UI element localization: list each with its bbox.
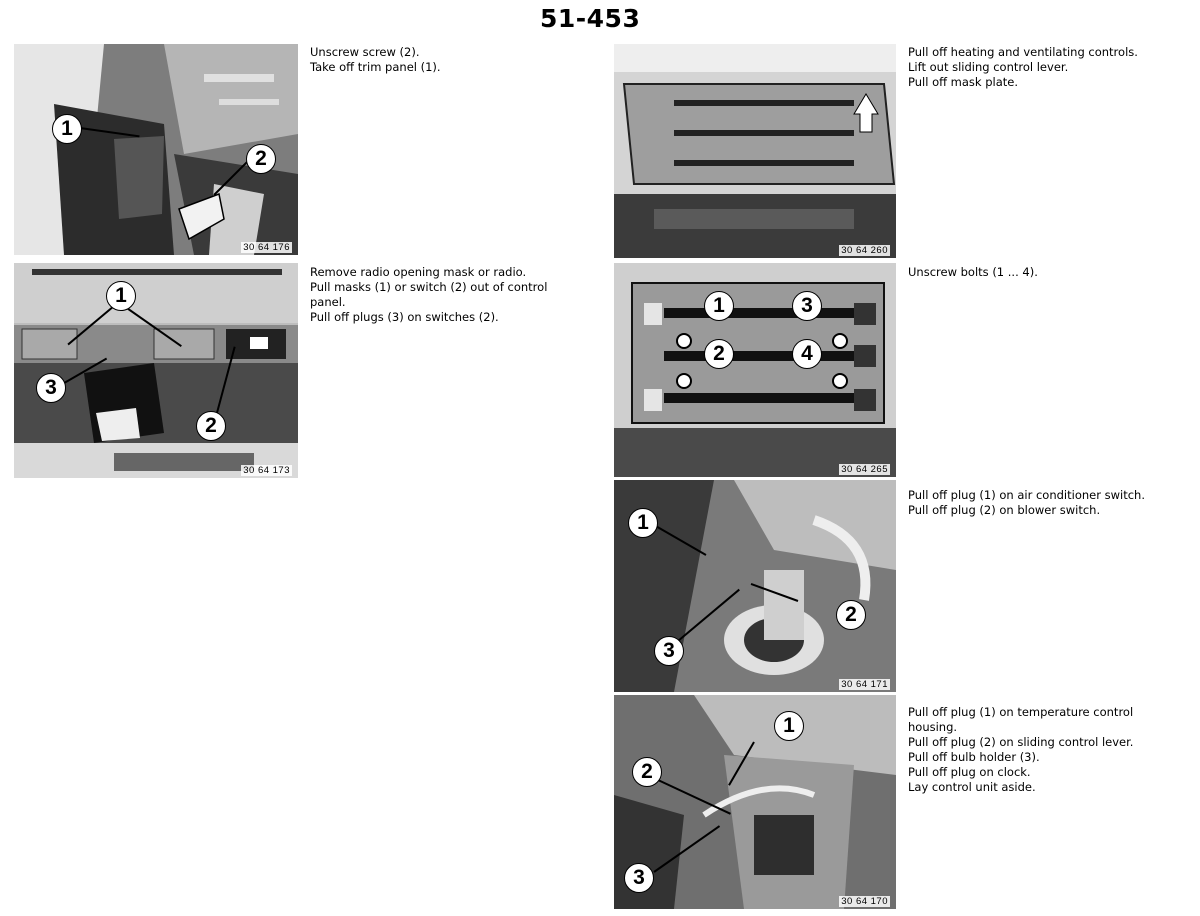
- callout-1: 1: [774, 711, 804, 741]
- instruction-line: Pull off plug (2) on sliding control lev…: [908, 735, 1134, 749]
- photo-id: 30 64 176: [241, 242, 292, 253]
- photo-mask-plate: 30 64 260: [614, 44, 896, 258]
- instruction-text: Pull off plug (1) on air conditioner swi…: [908, 488, 1145, 518]
- instruction-line: Pull off plug (2) on blower switch.: [908, 503, 1101, 517]
- callout-1: 1: [52, 114, 82, 144]
- photo-switch-panel-image: [14, 263, 298, 478]
- instruction-line: Pull off heating and ventilating control…: [908, 45, 1138, 59]
- instruction-text: Pull off plug (1) on temperature control…: [908, 705, 1133, 795]
- photo-id: 30 64 260: [839, 245, 890, 256]
- instruction-line: Pull off plug (1) on temperature control: [908, 705, 1134, 719]
- instruction-line: Pull off bulb holder (3).: [908, 750, 1040, 764]
- photo-control-unit-image: [614, 695, 896, 909]
- instruction-line: Pull off plug (1) on air conditioner swi…: [908, 488, 1145, 502]
- photo-trim-panel: 1 2 30 64 176: [14, 44, 298, 255]
- instruction-line: Remove radio opening mask or radio.: [310, 265, 527, 279]
- callout-2: 2: [196, 411, 226, 441]
- callout-2: 2: [704, 339, 734, 369]
- instruction-line: panel.: [310, 295, 346, 309]
- photo-ac-switch: 1 2 3 30 64 171: [614, 480, 896, 692]
- photo-trim-panel-image: [14, 44, 298, 255]
- photo-control-unit: 1 2 3 30 64 170: [614, 695, 896, 909]
- photo-bolts: 1 3 2 4 30 64 265: [614, 263, 896, 477]
- callout-3: 3: [654, 636, 684, 666]
- page-number: 51-453: [540, 4, 641, 33]
- instruction-line: Pull masks (1) or switch (2) out of cont…: [310, 280, 548, 294]
- callout-1: 1: [628, 508, 658, 538]
- photo-switch-panel: 1 3 2 30 64 173: [14, 263, 298, 478]
- instruction-line: Take off trim panel (1).: [310, 60, 441, 74]
- instruction-text: Remove radio opening mask or radio. Pull…: [310, 265, 547, 325]
- callout-1: 1: [106, 281, 136, 311]
- instruction-text: Unscrew bolts (1 ... 4).: [908, 265, 1038, 280]
- photo-id: 30 64 265: [839, 464, 890, 475]
- instruction-line: Unscrew bolts (1 ... 4).: [908, 265, 1038, 279]
- instruction-line: Pull off plugs (3) on switches (2).: [310, 310, 499, 324]
- instruction-line: Unscrew screw (2).: [310, 45, 420, 59]
- photo-id: 30 64 170: [839, 896, 890, 907]
- instruction-line: Lift out sliding control lever.: [908, 60, 1069, 74]
- callout-3: 3: [792, 291, 822, 321]
- instruction-text: Pull off heating and ventilating control…: [908, 45, 1138, 90]
- callout-1: 1: [704, 291, 734, 321]
- photo-bolts-image: [614, 263, 896, 477]
- callout-2: 2: [836, 600, 866, 630]
- instruction-line: housing.: [908, 720, 958, 734]
- instruction-line: Pull off plug on clock.: [908, 765, 1031, 779]
- photo-id: 30 64 171: [839, 679, 890, 690]
- callout-2: 2: [632, 757, 662, 787]
- photo-mask-plate-image: [614, 44, 896, 258]
- callout-4: 4: [792, 339, 822, 369]
- callout-3: 3: [624, 863, 654, 893]
- photo-id: 30 64 173: [241, 465, 292, 476]
- instruction-text: Unscrew screw (2). Take off trim panel (…: [310, 45, 441, 75]
- callout-2: 2: [246, 144, 276, 174]
- callout-3: 3: [36, 373, 66, 403]
- instruction-line: Pull off mask plate.: [908, 75, 1019, 89]
- instruction-line: Lay control unit aside.: [908, 780, 1036, 794]
